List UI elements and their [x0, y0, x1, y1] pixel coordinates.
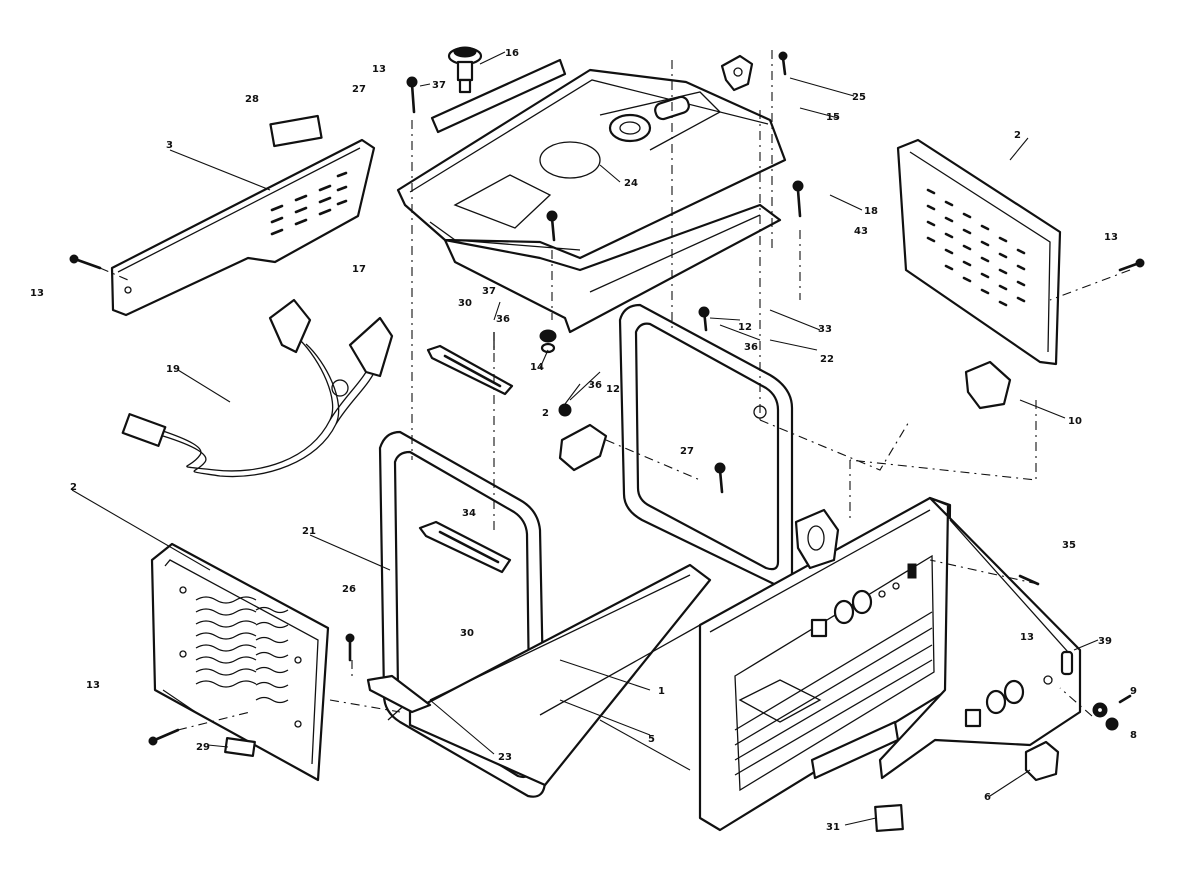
callout-22: 22 [820, 354, 834, 365]
callout-30-top: 30 [458, 298, 472, 309]
grille-label [224, 737, 256, 757]
front-grille [150, 542, 330, 782]
callout-12-top: 12 [738, 322, 752, 333]
right-side-panel [896, 138, 1062, 366]
callout-2-mid: 2 [542, 408, 549, 419]
capacitor-bracket [794, 508, 840, 570]
fuel-cap [447, 46, 483, 94]
handle-top [426, 344, 514, 396]
ac-plug [121, 413, 167, 447]
callout-16: 16 [505, 48, 519, 59]
circuit-breaker [558, 423, 608, 472]
callout-27-top: 27 [352, 84, 366, 95]
right-vent-slots [926, 188, 1026, 307]
clamp-black [348, 316, 394, 378]
left-side-panel [110, 138, 376, 317]
connector-block [964, 360, 1012, 410]
callout-13-right: 13 [1104, 232, 1118, 243]
outlet-box-round-2 [1003, 679, 1025, 705]
tank-tray [443, 203, 782, 334]
receptacle-cover [1024, 740, 1060, 782]
callout-35: 35 [1062, 540, 1076, 551]
callout-33: 33 [818, 324, 832, 335]
outlet-box-square [964, 708, 982, 728]
rear-frame [618, 303, 794, 587]
callout-29: 29 [196, 742, 210, 753]
callout-19: 19 [166, 364, 180, 375]
tank-bracket [720, 54, 754, 92]
fuel-tank [396, 68, 787, 260]
label-plate [269, 114, 323, 148]
callouts: 13 27 37 16 28 3 25 15 2 13 17 24 37 18 … [30, 48, 1137, 833]
callout-13-bot: 13 [86, 680, 100, 691]
callout-9: 9 [1130, 686, 1137, 697]
callout-37-mid: 37 [482, 286, 496, 297]
control-panel [698, 496, 952, 832]
callout-10: 10 [1068, 416, 1082, 427]
clamp-red [268, 298, 312, 354]
callout-27-mid: 27 [680, 446, 694, 457]
handle-lower [418, 520, 512, 574]
base-flange [810, 720, 900, 780]
callout-14: 14 [530, 362, 544, 373]
callout-1: 1 [658, 686, 665, 697]
callout-31: 31 [826, 822, 840, 833]
callout-36-b: 36 [588, 380, 602, 391]
tank-decal [430, 58, 567, 134]
callout-23: 23 [498, 752, 512, 763]
callout-25: 25 [852, 92, 866, 103]
callout-28-top: 28 [245, 94, 259, 105]
callout-30-bot: 30 [460, 628, 474, 639]
callout-34: 34 [462, 508, 476, 519]
callout-13-top: 13 [372, 64, 386, 75]
callout-18: 18 [864, 206, 878, 217]
base-foot [366, 674, 432, 714]
outlet-round-1 [833, 599, 855, 625]
callout-2-right: 2 [1014, 130, 1021, 141]
assembly-lines [99, 50, 1131, 731]
panel-label [874, 804, 904, 832]
callout-36-top: 36 [496, 314, 510, 325]
callout-12-mid: 12 [606, 384, 620, 395]
callout-13-mid: 13 [1020, 632, 1034, 643]
callout-17: 17 [352, 264, 366, 275]
callout-5: 5 [648, 734, 655, 745]
callout-39: 39 [1098, 636, 1112, 647]
fuel-cap-seat [608, 113, 652, 143]
control-box [878, 496, 1082, 780]
grille-slots [195, 596, 289, 704]
leader-lines [71, 51, 1099, 826]
callout-24: 24 [624, 178, 638, 189]
hardware [69, 51, 1145, 746]
callout-2-left: 2 [70, 482, 77, 493]
callout-6: 6 [984, 792, 991, 803]
outlet-square [810, 618, 828, 638]
callout-37-top: 37 [432, 80, 446, 91]
outlet-box-round-1 [985, 689, 1007, 715]
callout-13-left: 13 [30, 288, 44, 299]
callout-26: 26 [342, 584, 356, 595]
callout-3: 3 [166, 140, 173, 151]
battery-charger-cable [121, 298, 394, 478]
callout-36-mid: 36 [744, 342, 758, 353]
callout-43: 43 [854, 226, 868, 237]
outlet-round-2 [851, 589, 873, 615]
callout-8: 8 [1130, 730, 1137, 741]
callout-21: 21 [302, 526, 316, 537]
callout-15: 15 [826, 112, 840, 123]
vent-slots [270, 171, 348, 236]
